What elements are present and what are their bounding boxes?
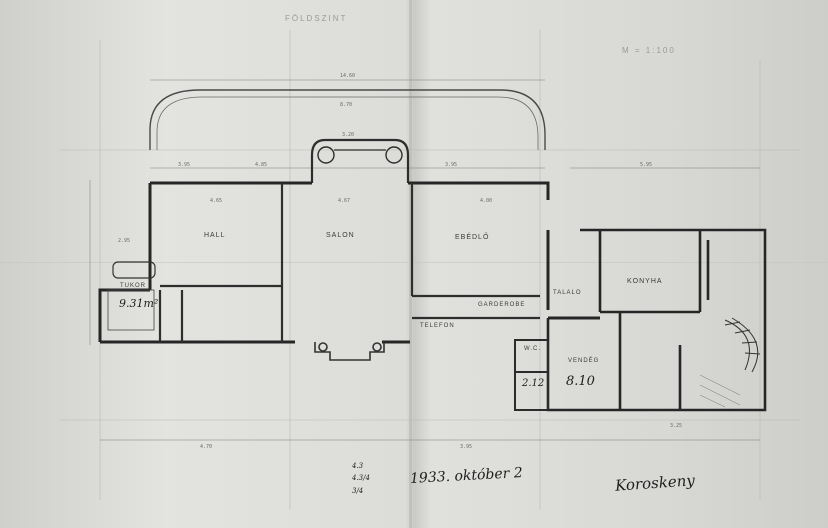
dressing-room [107,289,155,331]
bay-window [310,138,410,183]
interior-walls [158,183,540,342]
dim-right-top: 5.95 [640,162,653,168]
vertical-fold-line [409,0,412,528]
horizontal-fold-line [0,262,828,263]
bathtub [112,261,156,279]
dim-bay-top: 3.20 [342,132,355,138]
room-label-garderobe: GARDEROBE [478,302,526,308]
dim-overall-top: 14.60 [340,73,356,79]
room-label-tukor: TUKOR [120,283,146,289]
dim-bottom-2: 3.95 [460,444,473,450]
lower-rooms [514,339,549,411]
handwritten-area-left: 9.31m² [119,297,159,310]
side-calc-1: 4.3 [352,462,364,470]
dim-ebedlo-width: 4.00 [480,198,493,204]
room-label-hall: HALL [204,232,226,239]
room-label-wc: W.C. [524,346,541,352]
terrace-outline [149,89,546,150]
handwritten-area-vendeg: 8.10 [566,374,595,389]
dim-left-side: 2.95 [118,238,131,244]
entrance-steps [314,342,385,361]
sheet-scale: M = 1:100 [622,46,676,55]
terrace-inner-outline [156,96,539,150]
hatch-marks [699,374,741,408]
side-calc-2: 4.3/4 [352,474,370,482]
room-label-konyha: KONYHA [627,278,663,285]
room-label-ebedlo: EBÉDLŐ [455,234,490,241]
dim-terrace-width: 8.70 [340,102,353,108]
room-label-salon: SALON [326,232,355,239]
handwritten-area-wc: 2.12 [522,378,545,389]
room-label-talalo: TALALO [553,290,582,296]
side-calc-3: 3/4 [352,487,364,495]
dim-ebedlo-top: 3.95 [445,162,458,168]
dim-hall-width: 4.65 [210,198,223,204]
dim-left-top: 3.95 [178,162,191,168]
sheet-title: FÖLDSZINT [285,14,348,23]
room-label-telefon: TELEFON [420,323,455,329]
dim-bottom-3: 3.25 [670,423,683,429]
dim-salon-top: 4.85 [255,162,268,168]
staircase [724,317,761,373]
exterior-walls [98,181,600,344]
dim-bottom-1: 4.70 [200,444,213,450]
room-label-vendeg: VENDÉG [568,358,600,364]
dim-salon-width: 4.67 [338,198,351,204]
